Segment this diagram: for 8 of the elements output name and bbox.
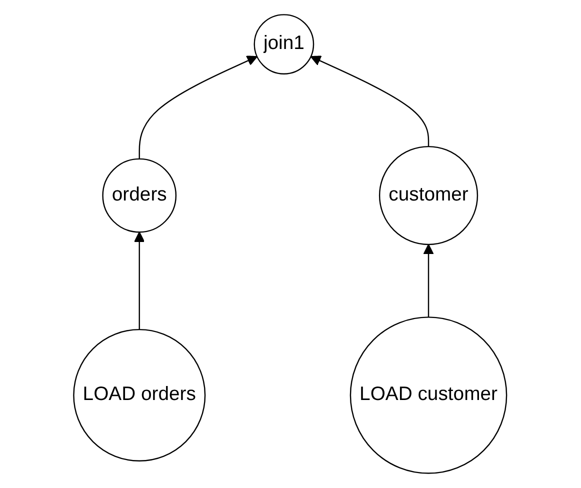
arrow	[139, 56, 258, 159]
node-circle: orders	[102, 158, 177, 233]
arrow	[424, 244, 434, 318]
node-circle: LOAD customer	[350, 316, 508, 474]
arrow	[310, 56, 430, 147]
node-circle: customer	[379, 146, 478, 246]
arrow	[134, 232, 146, 330]
node-circle: LOAD orders	[73, 328, 206, 462]
